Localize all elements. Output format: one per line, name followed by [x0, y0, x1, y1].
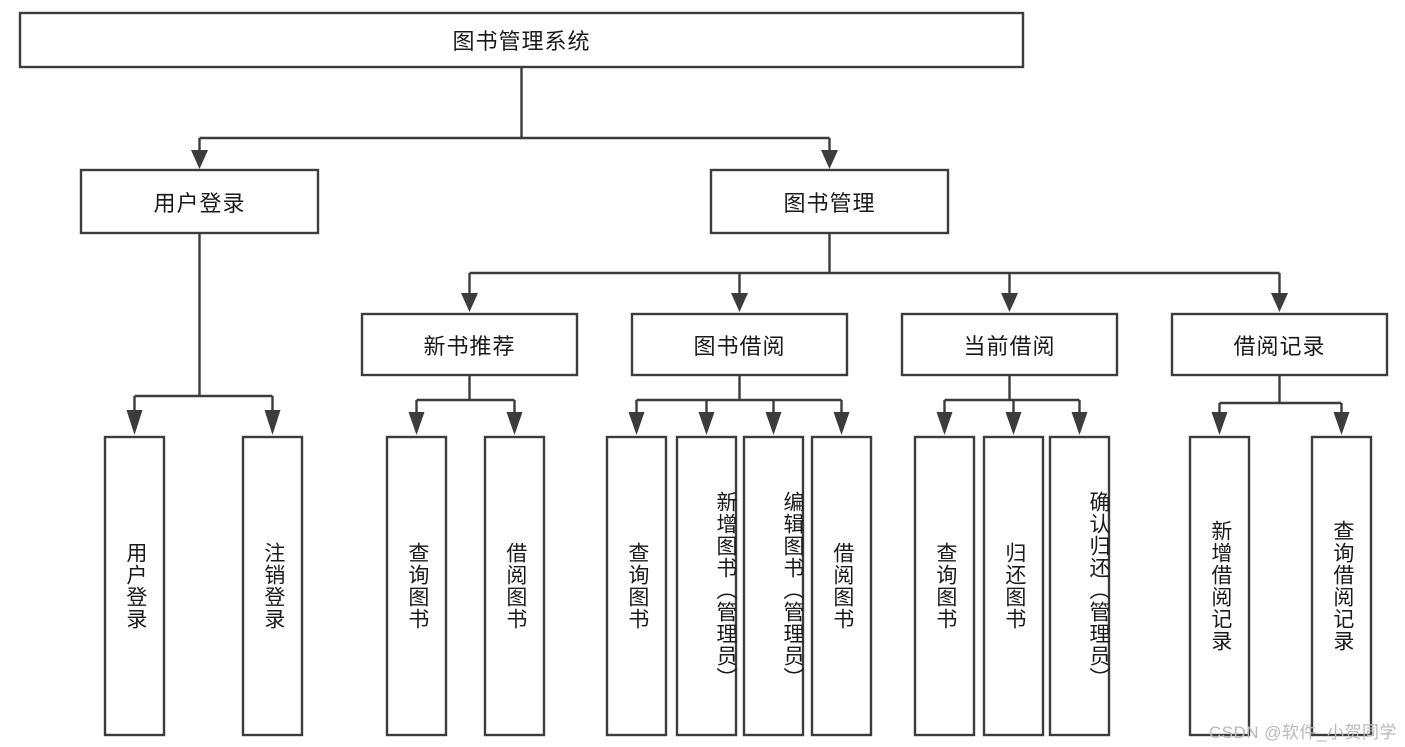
node-box-current-borrow[interactable] [900, 312, 1119, 377]
arrow-head-leaf-query-book-2 [628, 412, 645, 435]
connector-group-borrow-record [1211, 375, 1350, 435]
arrow-head-leaf-user-login [126, 410, 143, 435]
arrow-head-leaf-confirm-return [1071, 412, 1088, 435]
node-box-leaf-logout[interactable] [241, 435, 304, 737]
arrow-head-user-login [191, 150, 208, 169]
node-box-leaf-query-record[interactable] [1310, 435, 1373, 737]
node-box-leaf-query-book-2[interactable] [605, 435, 668, 737]
arrow-head-borrow-record [1271, 293, 1288, 312]
arrow-head-leaf-borrow-book-1 [506, 412, 523, 435]
node-box-root[interactable] [18, 11, 1025, 69]
node-box-leaf-query-book-1[interactable] [385, 435, 448, 737]
node-box-leaf-query-book-3[interactable] [913, 435, 976, 737]
arrow-head-book-manage [821, 150, 838, 169]
connector-group-root [191, 67, 838, 169]
arrow-head-new-book-recommend [461, 293, 478, 312]
node-box-leaf-borrow-book-1[interactable] [483, 435, 546, 737]
node-box-leaf-add-record[interactable] [1188, 435, 1251, 737]
node-box-leaf-edit-book[interactable] [742, 435, 805, 737]
node-box-leaf-return-book[interactable] [982, 435, 1045, 737]
node-box-book-manage[interactable] [709, 168, 950, 235]
node-box-new-book-recommend[interactable] [360, 312, 579, 377]
node-box-user-login[interactable] [79, 168, 320, 235]
arrow-head-current-borrow [1001, 293, 1018, 312]
arrow-head-leaf-query-book-1 [408, 412, 425, 435]
node-box-leaf-user-login[interactable] [103, 435, 166, 737]
arrow-head-leaf-query-record [1333, 412, 1350, 435]
connector-group-new-book-recommend [408, 375, 523, 435]
arrow-head-book-borrow [731, 293, 748, 312]
arrow-head-leaf-borrow-book-2 [833, 412, 850, 435]
arrow-head-leaf-logout [264, 410, 281, 435]
arrow-head-leaf-add-record [1211, 412, 1228, 435]
node-box-borrow-record[interactable] [1170, 312, 1389, 377]
arrow-head-leaf-add-book [698, 412, 715, 435]
arrow-head-leaf-edit-book [765, 412, 782, 435]
node-box-leaf-borrow-book-2[interactable] [810, 435, 873, 737]
connector-group-user-login [126, 233, 281, 435]
node-box-leaf-confirm-return[interactable] [1048, 435, 1111, 737]
csdn-watermark: CSDN @软件_小贺同学 [1208, 723, 1397, 742]
connector-group-current-borrow [936, 375, 1088, 435]
connector-group-book-manage [461, 233, 1288, 312]
arrow-head-leaf-query-book-3 [936, 412, 953, 435]
arrow-head-leaf-return-book [1005, 412, 1022, 435]
connector-group-book-borrow [628, 375, 850, 435]
node-box-book-borrow[interactable] [630, 312, 849, 377]
node-box-leaf-add-book[interactable] [675, 435, 738, 737]
